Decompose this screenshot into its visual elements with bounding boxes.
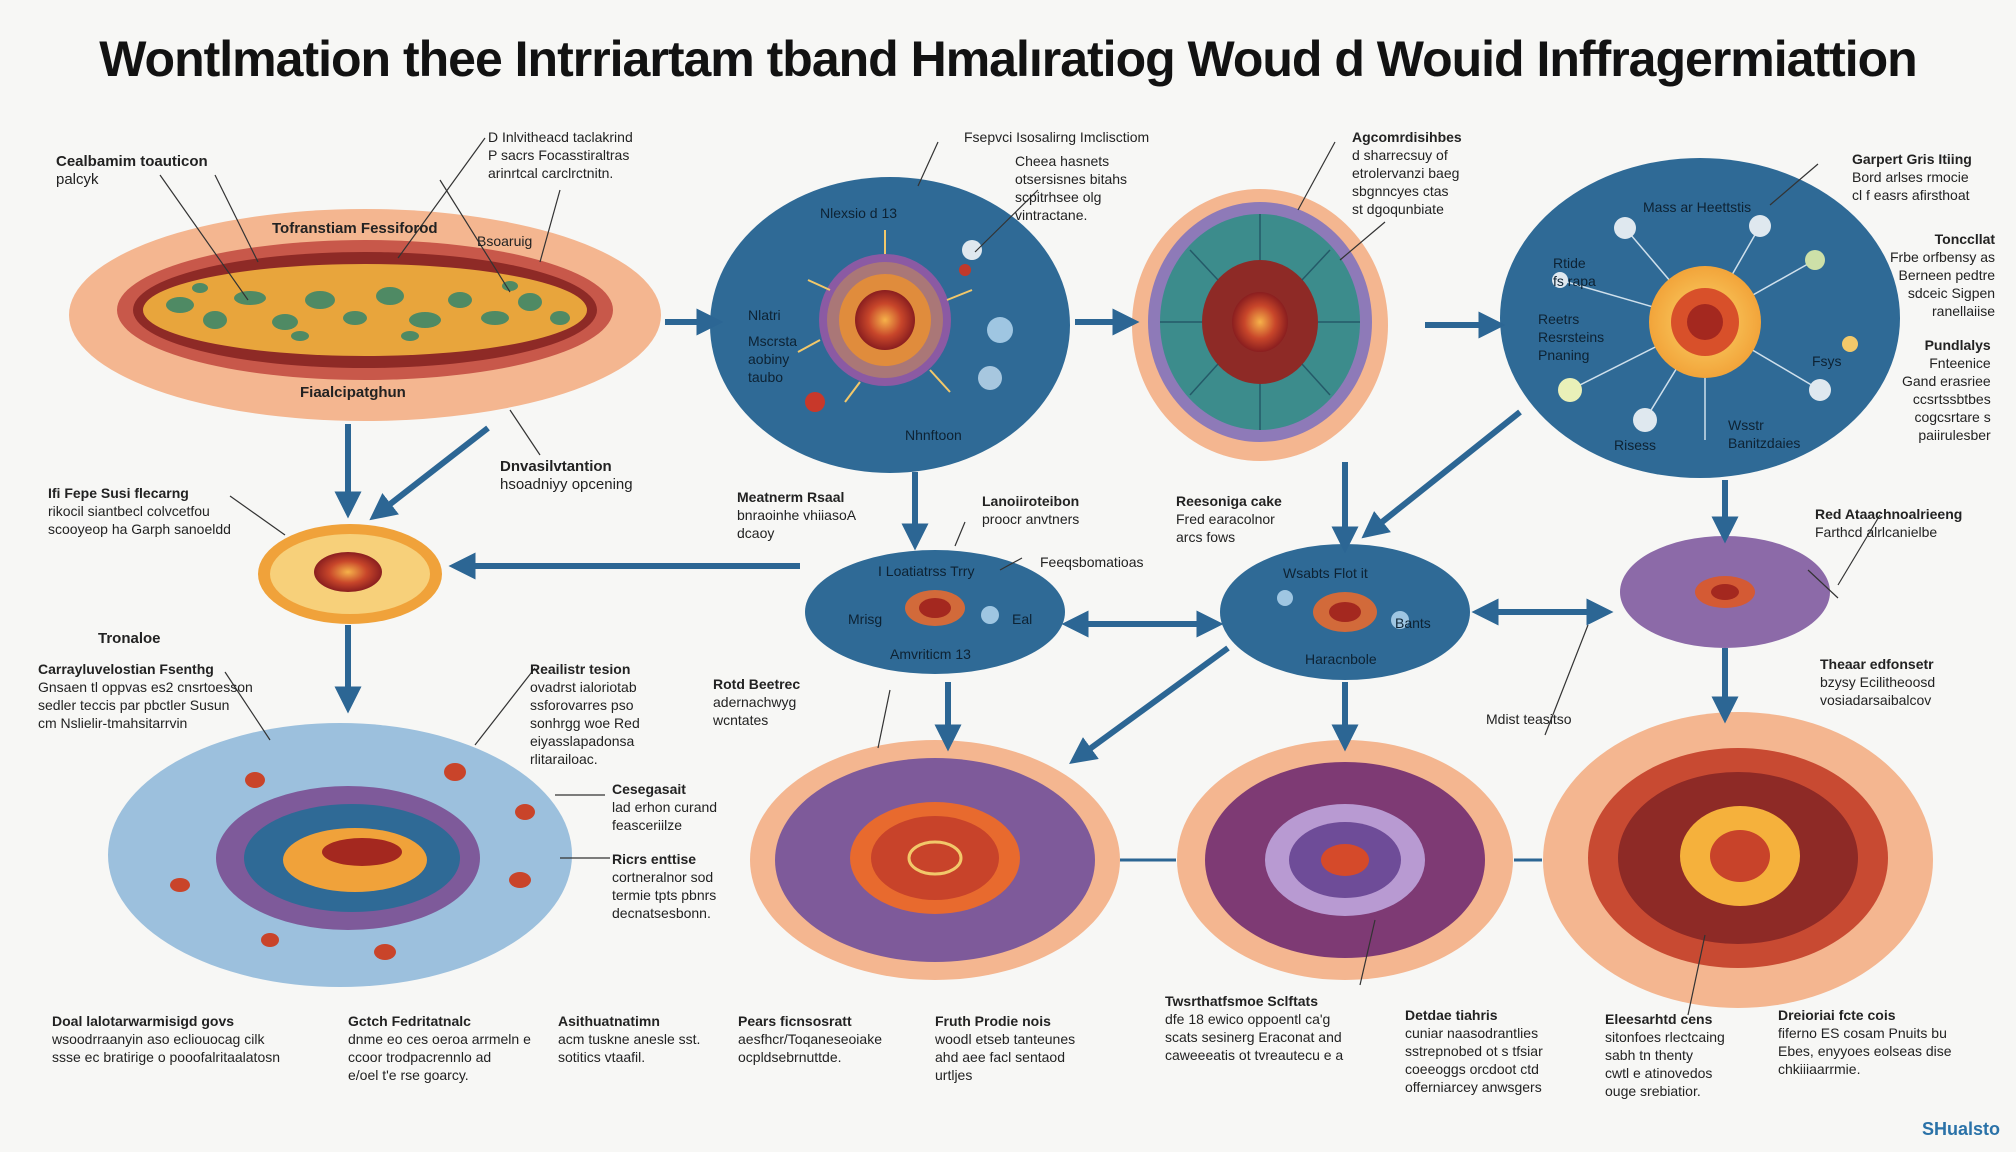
label-12: Nhnftoon <box>905 427 962 443</box>
wound-tissue-stage <box>69 209 661 421</box>
hemostasis-stage <box>710 177 1070 473</box>
label-15: Mass ar Heettstis <box>1643 199 1752 215</box>
label-10: Nlatri <box>748 307 781 323</box>
remodeling-stage <box>1177 740 1513 980</box>
proliferation-stage <box>108 723 572 987</box>
label-34: Bants <box>1395 615 1431 631</box>
label-29a: Mrisg <box>848 611 883 627</box>
label-41: Mdist teasitso <box>1486 711 1572 727</box>
label-02: Tofranstiam Fessiforod <box>272 220 438 237</box>
leader-lines <box>159 137 1881 1016</box>
label-24: Tronaloe <box>98 630 161 647</box>
clot-formation-stage <box>1132 189 1388 461</box>
angiogenesis-stage <box>1620 536 1830 648</box>
label-32: Feeqsbomatioas <box>1040 554 1144 570</box>
page-title: Wontlmation thee Intrriartam tband Hmalı… <box>99 31 1917 87</box>
immune-response-stage <box>1500 158 1900 478</box>
label-33: Wsabts Flot it <box>1283 565 1368 581</box>
label-35: Haracnbole <box>1305 651 1377 667</box>
label-04: Fiaalcipatghun <box>300 384 406 401</box>
label-03: Bsoaruig <box>477 233 533 249</box>
label-29b: Eal <box>1012 611 1033 627</box>
macrophage-stage <box>805 550 1065 674</box>
watermark-logo: SHualsto <box>1921 1119 2000 1139</box>
label-28: I Loatiatrss Trry <box>878 563 975 579</box>
label-09: Nlexsio d 13 <box>820 205 898 221</box>
label-07: Fsepvci Isosalirng Imclisctiom <box>964 129 1150 145</box>
scar-maturation-stage <box>1543 712 1933 1008</box>
flow-arrows <box>334 308 1739 764</box>
inflammation-stage <box>258 524 442 624</box>
label-21: Risess <box>1614 437 1657 453</box>
granulation-stage <box>750 740 1120 980</box>
wound-matrix-stage <box>1220 544 1470 680</box>
label-22: Fsys <box>1812 353 1842 369</box>
label-30: Amvriticm 13 <box>890 646 971 662</box>
